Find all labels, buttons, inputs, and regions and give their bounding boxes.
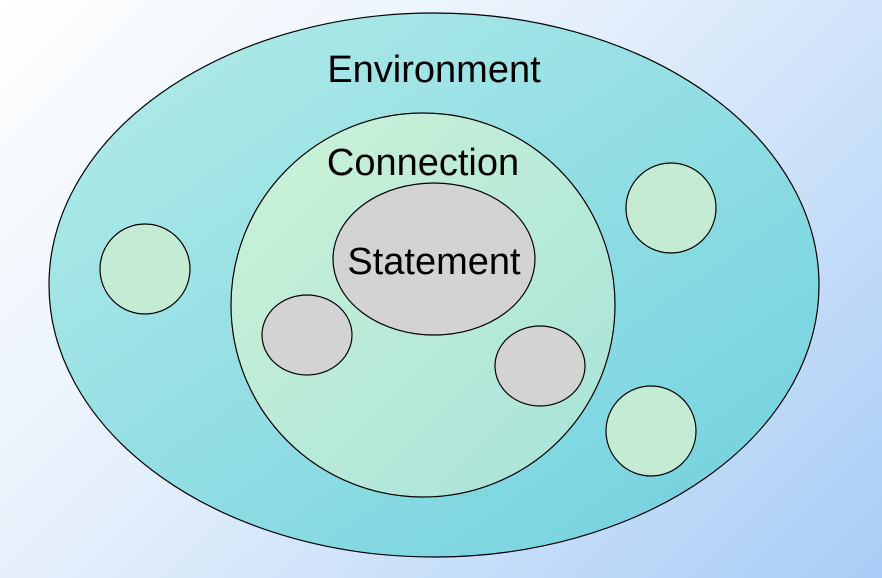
environment-label: Environment (327, 49, 541, 91)
statement-ellipse (332, 182, 536, 336)
statement-label: Statement (347, 241, 521, 283)
connection-circle (625, 162, 717, 254)
statement-circle (494, 325, 586, 407)
statement-circle (261, 294, 353, 376)
connection-label: Connection (327, 142, 519, 184)
connection-circle (99, 223, 191, 315)
connection-circle (605, 385, 697, 477)
